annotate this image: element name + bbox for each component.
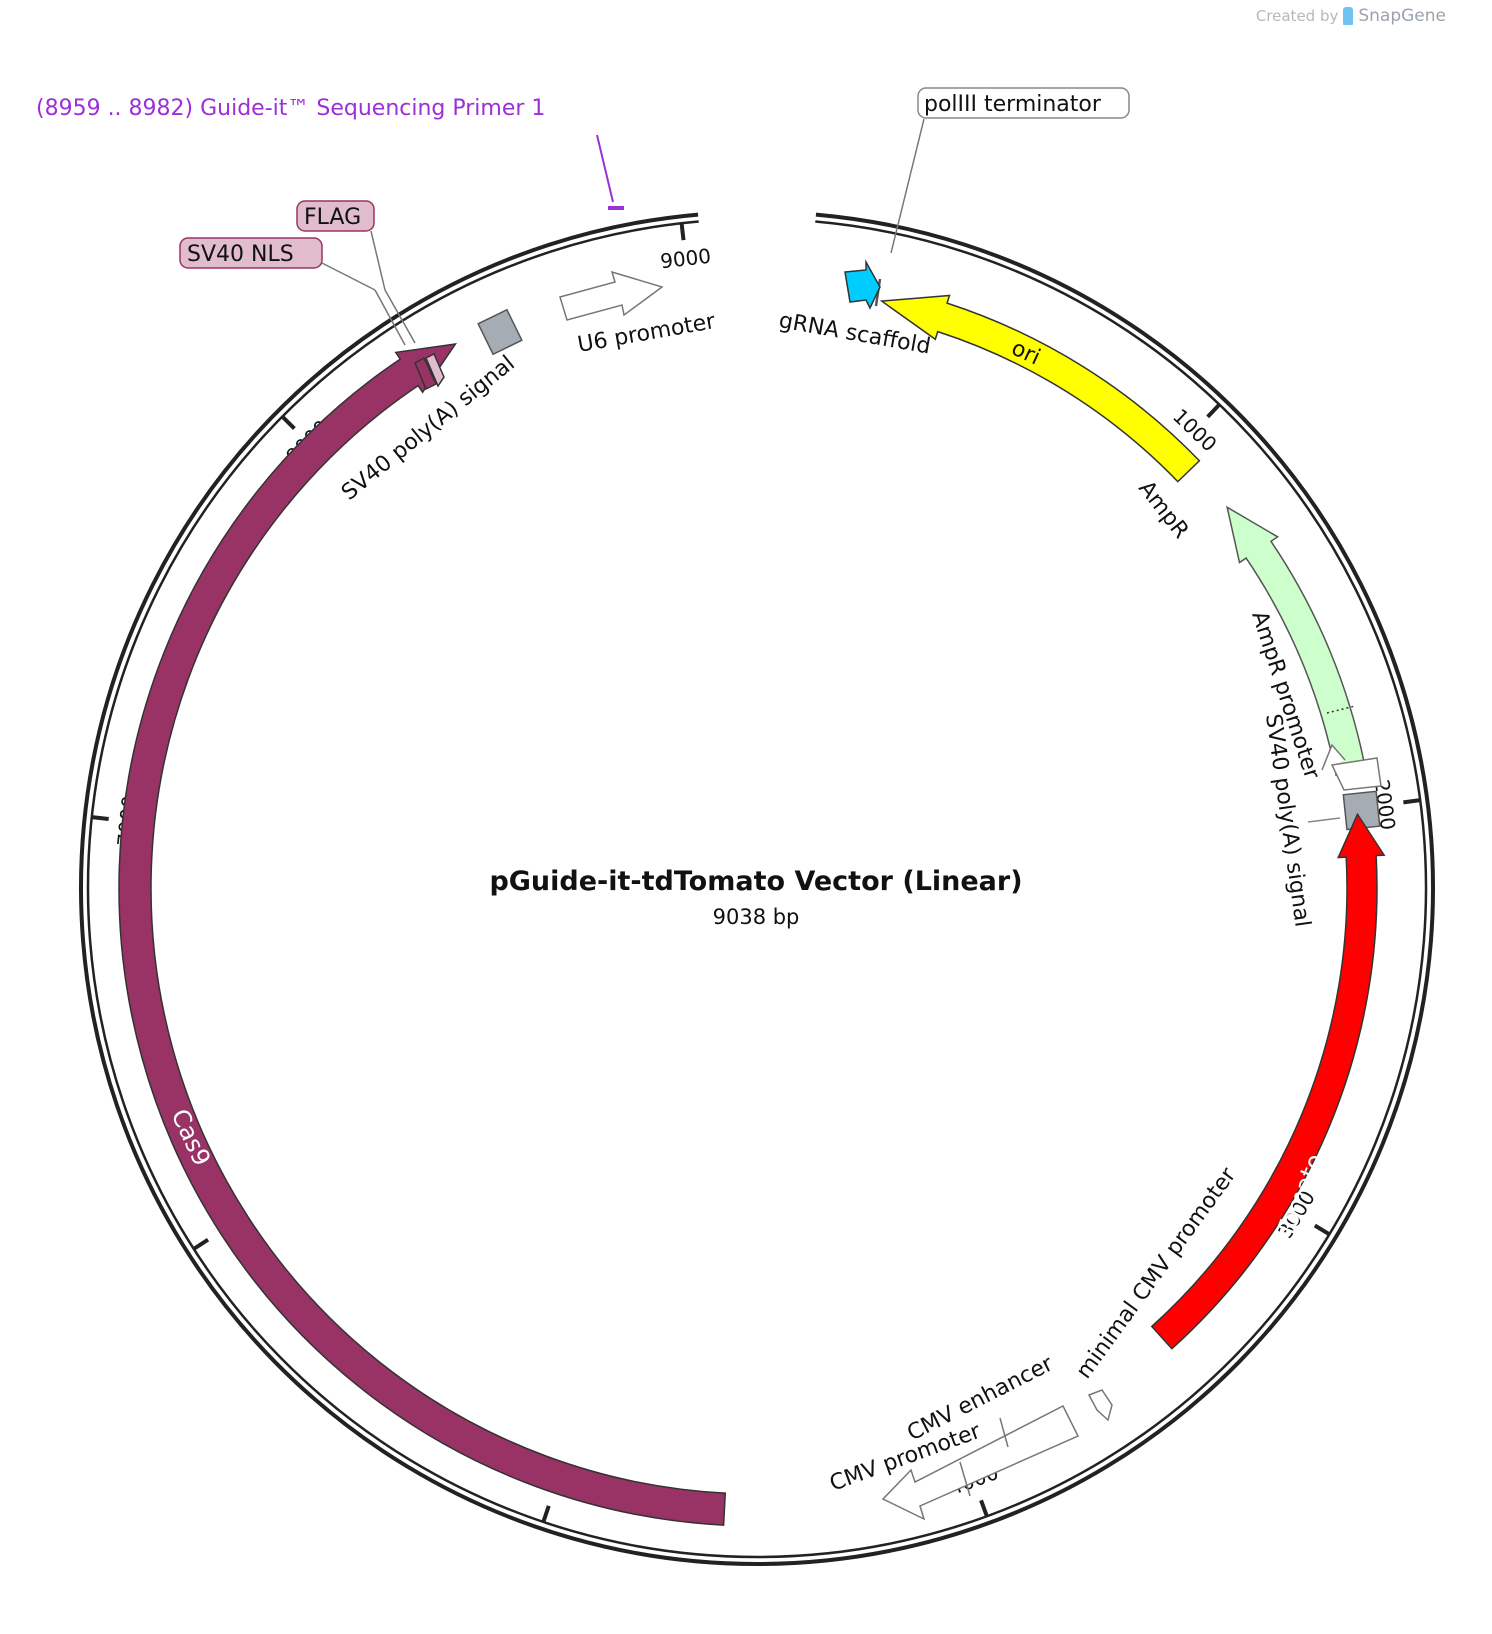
u6-label: U6 promoter	[576, 309, 718, 358]
poliii-terminator: polIII terminator	[874, 87, 1130, 307]
map-length: 9038 bp	[713, 905, 800, 929]
created-by-text: Created by	[1255, 7, 1339, 25]
snapgene-logo-icon	[1343, 7, 1354, 25]
tdtomato-feature: tdTomato	[1150, 812, 1386, 1350]
nls-flag-tags: SV40 NLS FLAG	[179, 200, 445, 391]
u6-promoter-feature: U6 promoter	[559, 270, 718, 358]
tick-mark	[541, 1505, 551, 1523]
snapgene-brand: Created by SnapGene	[1256, 6, 1446, 26]
sv40-nls-label: SV40 NLS	[187, 242, 294, 267]
primer-annotation: (8959 .. 8982) Guide-it™ Sequencing Prim…	[36, 96, 624, 210]
tick-mark	[979, 1499, 989, 1517]
tick-mark	[192, 1238, 210, 1251]
tick-mark	[679, 223, 686, 241]
tick-mark	[91, 815, 109, 821]
tick-mark	[280, 415, 296, 430]
ampr-label: AmpR	[1133, 476, 1193, 543]
primer-label: (8959 .. 8982) Guide-it™ Sequencing Prim…	[36, 96, 545, 121]
tick-mark	[1313, 1223, 1331, 1237]
backbone	[79, 212, 1435, 1566]
poliii-label: polIII terminator	[924, 92, 1102, 117]
map-title: pGuide-it-tdTomato Vector (Linear)	[489, 866, 1022, 897]
ampr-feature: AmpR	[1133, 476, 1367, 777]
snapgene-name: SnapGene	[1358, 6, 1446, 26]
tick-label: 9000	[659, 244, 712, 274]
tick-mark	[1403, 798, 1421, 805]
ori-feature: ori	[879, 294, 1201, 483]
tick-mark	[1206, 403, 1221, 419]
cas9-feature: Cas9	[118, 343, 727, 1526]
flag-label: FLAG	[304, 205, 361, 230]
